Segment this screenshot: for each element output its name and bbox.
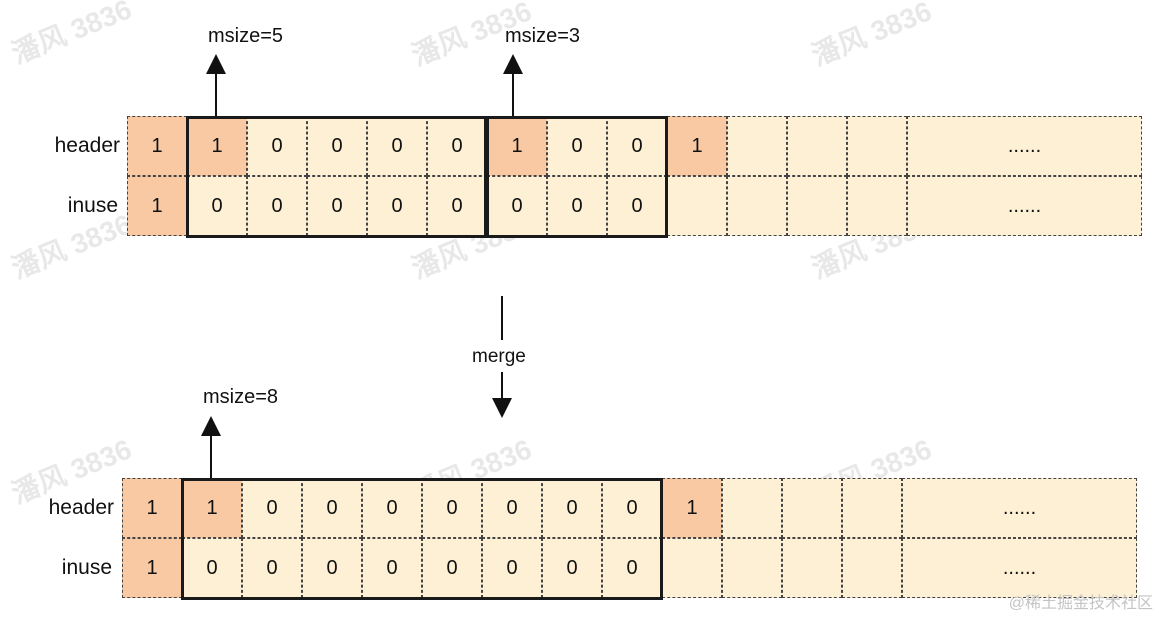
header-cell: 0 xyxy=(367,116,427,176)
ellipsis-cell: ...... xyxy=(907,116,1142,176)
header-cell: 0 xyxy=(607,116,667,176)
header-cell: 0 xyxy=(362,478,422,538)
header-cell: 0 xyxy=(602,478,662,538)
inuse-cell: 0 xyxy=(542,538,602,598)
row-label-inuse: inuse xyxy=(61,556,112,579)
inuse-cell: 0 xyxy=(367,176,427,236)
inuse-cell: 0 xyxy=(482,538,542,598)
inuse-cell: 0 xyxy=(302,538,362,598)
msize-annotation: msize=5 xyxy=(208,25,284,47)
ellipsis-cell: ...... xyxy=(902,478,1137,538)
header-cell: 0 xyxy=(427,116,487,176)
empty-cell xyxy=(722,538,782,598)
header-cell: 0 xyxy=(542,478,602,538)
empty-cell xyxy=(782,478,842,538)
row-label-inuse: inuse xyxy=(67,194,118,217)
msize-annotation: msize=8 xyxy=(203,386,279,408)
empty-cell xyxy=(727,116,787,176)
empty-cell xyxy=(727,176,787,236)
inuse-cell: 0 xyxy=(487,176,547,236)
empty-cell xyxy=(722,478,782,538)
header-cell: 1 xyxy=(662,478,722,538)
header-cell: 1 xyxy=(187,116,247,176)
empty-cell xyxy=(787,116,847,176)
ellipsis-cell: ...... xyxy=(902,538,1137,598)
row-label-header: header xyxy=(48,496,114,519)
empty-cell xyxy=(842,478,902,538)
inuse-cell: 0 xyxy=(602,538,662,598)
inuse-cell: 0 xyxy=(547,176,607,236)
inuse-cell: 0 xyxy=(607,176,667,236)
credit: @稀土掘金技术社区 xyxy=(1008,595,1153,612)
inuse-cell: 0 xyxy=(362,538,422,598)
empty-cell xyxy=(782,538,842,598)
inuse-cell: 0 xyxy=(182,538,242,598)
inuse-cell: 0 xyxy=(422,538,482,598)
header-cell: 1 xyxy=(122,478,182,538)
header-cell: 1 xyxy=(127,116,187,176)
inuse-cell: 0 xyxy=(242,538,302,598)
empty-cell xyxy=(847,176,907,236)
inuse-cell xyxy=(662,538,722,598)
inuse-cell: 0 xyxy=(427,176,487,236)
empty-cell xyxy=(842,538,902,598)
msize-annotation: msize=3 xyxy=(505,25,581,47)
inuse-cell: 0 xyxy=(247,176,307,236)
ellipsis-cell: ...... xyxy=(907,176,1142,236)
header-cell: 0 xyxy=(247,116,307,176)
header-cell: 0 xyxy=(482,478,542,538)
empty-cell xyxy=(787,176,847,236)
header-cell: 0 xyxy=(547,116,607,176)
header-cell: 1 xyxy=(667,116,727,176)
inuse-cell: 0 xyxy=(307,176,367,236)
empty-cell xyxy=(847,116,907,176)
header-cell: 0 xyxy=(302,478,362,538)
header-cell: 1 xyxy=(487,116,547,176)
header-cell: 0 xyxy=(242,478,302,538)
inuse-cell: 1 xyxy=(127,176,187,236)
header-cell: 1 xyxy=(182,478,242,538)
inuse-cell: 1 xyxy=(122,538,182,598)
row-label-header: header xyxy=(54,134,120,157)
header-cell: 0 xyxy=(422,478,482,538)
header-cell: 0 xyxy=(307,116,367,176)
inuse-cell xyxy=(667,176,727,236)
inuse-cell: 0 xyxy=(187,176,247,236)
merge-label: merge xyxy=(472,344,526,370)
